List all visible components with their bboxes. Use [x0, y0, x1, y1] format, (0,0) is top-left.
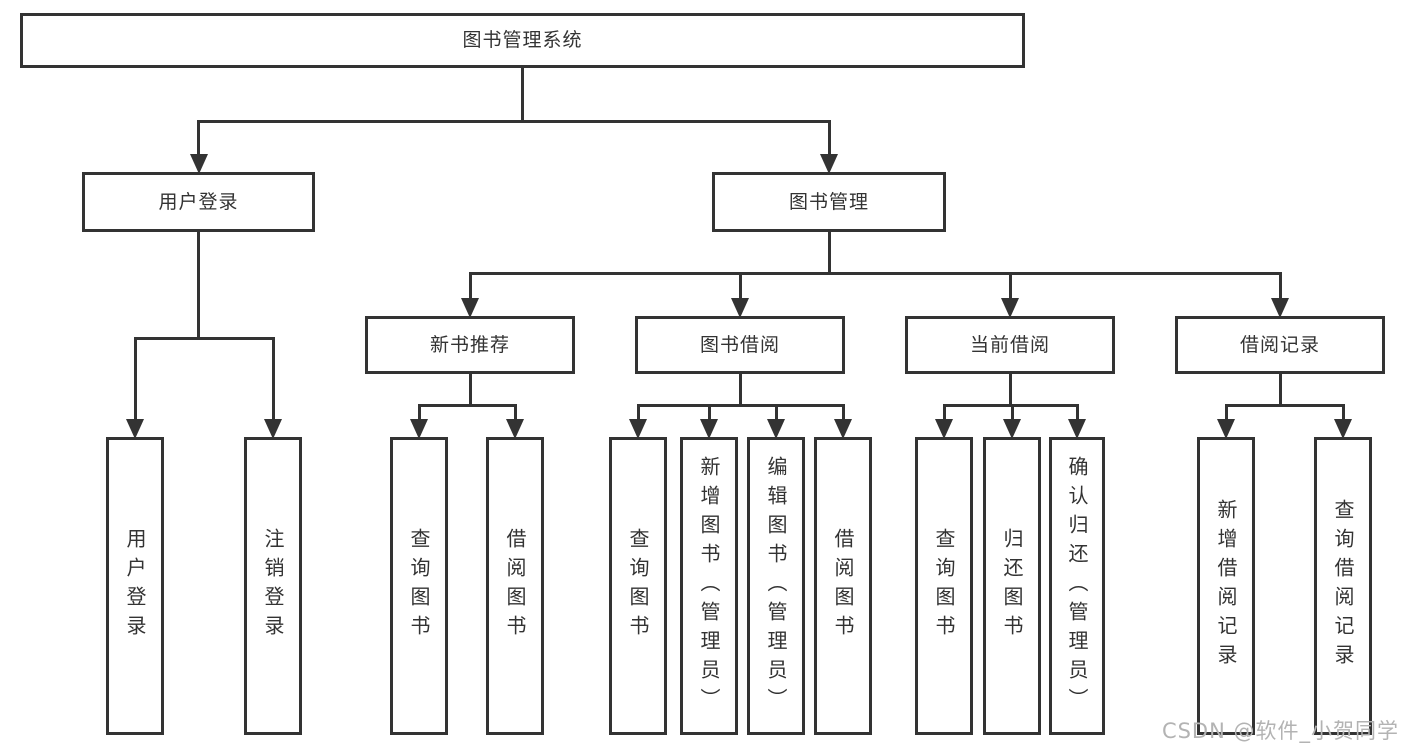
arrow-down-icon: [935, 419, 953, 439]
node-label: 新书推荐: [429, 333, 510, 356]
edge-line-horizontal: [1224, 404, 1345, 407]
node-cb-return: 归还图书: [983, 437, 1041, 735]
edge-line-vertical: [197, 120, 200, 154]
edge-line-vertical: [636, 404, 640, 419]
node-cb-query: 查询图书: [915, 437, 973, 735]
edge-line-vertical: [1075, 404, 1079, 419]
edge-line-vertical: [738, 374, 742, 407]
arrow-down-icon: [506, 419, 524, 439]
edge-line-vertical: [1278, 272, 1282, 298]
arrow-down-icon: [731, 298, 749, 318]
edge-line-vertical: [707, 404, 711, 419]
arrow-down-icon: [264, 419, 282, 439]
edge-line-vertical: [197, 232, 200, 340]
edge-line-vertical: [468, 272, 472, 298]
node-bb-add: 新增图书（管理员）: [680, 437, 738, 735]
node-cb-confirm: 确认归还（管理员）: [1049, 437, 1105, 735]
edge-line-vertical: [1008, 374, 1012, 407]
arrow-down-icon: [126, 419, 144, 439]
node-label: 新增借阅记录: [1214, 499, 1238, 673]
csdn-watermark: CSDN @软件_小贺同学: [1161, 719, 1399, 743]
node-label: 编辑图书（管理员）: [764, 455, 788, 717]
node-user-login: 用户登录: [82, 172, 315, 232]
arrow-down-icon: [629, 419, 647, 439]
node-label: 借阅图书: [831, 528, 855, 644]
node-label: 查询图书: [626, 528, 650, 644]
arrow-down-icon: [700, 419, 718, 439]
node-book-mgmt: 图书管理: [712, 172, 946, 232]
node-current-borrow: 当前借阅: [905, 316, 1115, 374]
node-nb-query: 查询图书: [390, 437, 448, 735]
node-label: 查询图书: [932, 528, 956, 644]
node-leaf-user-login: 用户登录: [106, 437, 164, 735]
node-nb-borrow: 借阅图书: [486, 437, 544, 735]
node-label: 注销登录: [261, 528, 285, 644]
arrow-down-icon: [767, 419, 785, 439]
node-bb-edit: 编辑图书（管理员）: [747, 437, 805, 735]
node-label: 图书管理系统: [462, 29, 583, 52]
node-label: 用户登录: [158, 190, 239, 213]
edge-line-horizontal: [636, 404, 845, 407]
arrow-down-icon: [834, 419, 852, 439]
arrow-down-icon: [1003, 419, 1021, 439]
node-new-book: 新书推荐: [365, 316, 575, 374]
arrow-down-icon: [189, 154, 208, 174]
node-label: 借阅记录: [1239, 333, 1320, 356]
arrow-down-icon: [1271, 298, 1289, 318]
arrow-down-icon: [1001, 298, 1019, 318]
node-label: 归还图书: [1000, 528, 1024, 644]
edge-line-vertical: [468, 374, 472, 407]
node-borrow-records: 借阅记录: [1175, 316, 1385, 374]
node-label: 查询借阅记录: [1331, 499, 1355, 673]
node-label: 图书管理: [788, 190, 869, 213]
edge-line-vertical: [1341, 404, 1345, 419]
edge-line-vertical: [738, 272, 742, 298]
arrow-down-icon: [1068, 419, 1086, 439]
edge-line-horizontal: [197, 120, 831, 123]
edge-line-vertical: [1008, 272, 1012, 298]
edge-line-vertical: [521, 68, 524, 123]
node-label: 用户登录: [123, 528, 147, 644]
node-label: 新增图书（管理员）: [697, 455, 721, 717]
arrow-down-icon: [820, 154, 838, 174]
arrow-down-icon: [1217, 419, 1235, 439]
node-br-add: 新增借阅记录: [1197, 437, 1255, 735]
edge-line-horizontal: [417, 404, 517, 407]
arrow-down-icon: [461, 298, 479, 318]
node-label: 图书借阅: [699, 333, 780, 356]
edge-line-vertical: [827, 120, 831, 154]
edge-line-vertical: [271, 337, 275, 419]
edge-line-vertical: [1224, 404, 1228, 419]
node-root: 图书管理系统: [20, 13, 1025, 68]
node-bb-borrow: 借阅图书: [814, 437, 872, 735]
arrow-down-icon: [410, 419, 428, 439]
node-label: 确认归还（管理员）: [1065, 455, 1089, 717]
node-book-borrow: 图书借阅: [635, 316, 845, 374]
node-bb-query: 查询图书: [609, 437, 667, 735]
edge-line-vertical: [774, 404, 778, 419]
node-label: 借阅图书: [503, 528, 527, 644]
edge-line-vertical: [417, 404, 421, 419]
node-leaf-logout: 注销登录: [244, 437, 302, 735]
node-label: 查询图书: [407, 528, 431, 644]
edge-line-vertical: [827, 232, 831, 275]
edge-line-vertical: [841, 404, 845, 419]
node-label: 当前借阅: [969, 333, 1050, 356]
arrow-down-icon: [1334, 419, 1352, 439]
edge-line-vertical: [1278, 374, 1282, 407]
edge-line-vertical: [1010, 404, 1014, 419]
edge-line-horizontal: [133, 337, 275, 340]
node-br-query: 查询借阅记录: [1314, 437, 1372, 735]
edge-line-vertical: [942, 404, 946, 419]
edge-line-horizontal: [468, 272, 1282, 275]
edge-line-vertical: [133, 337, 137, 419]
edge-line-vertical: [513, 404, 517, 419]
